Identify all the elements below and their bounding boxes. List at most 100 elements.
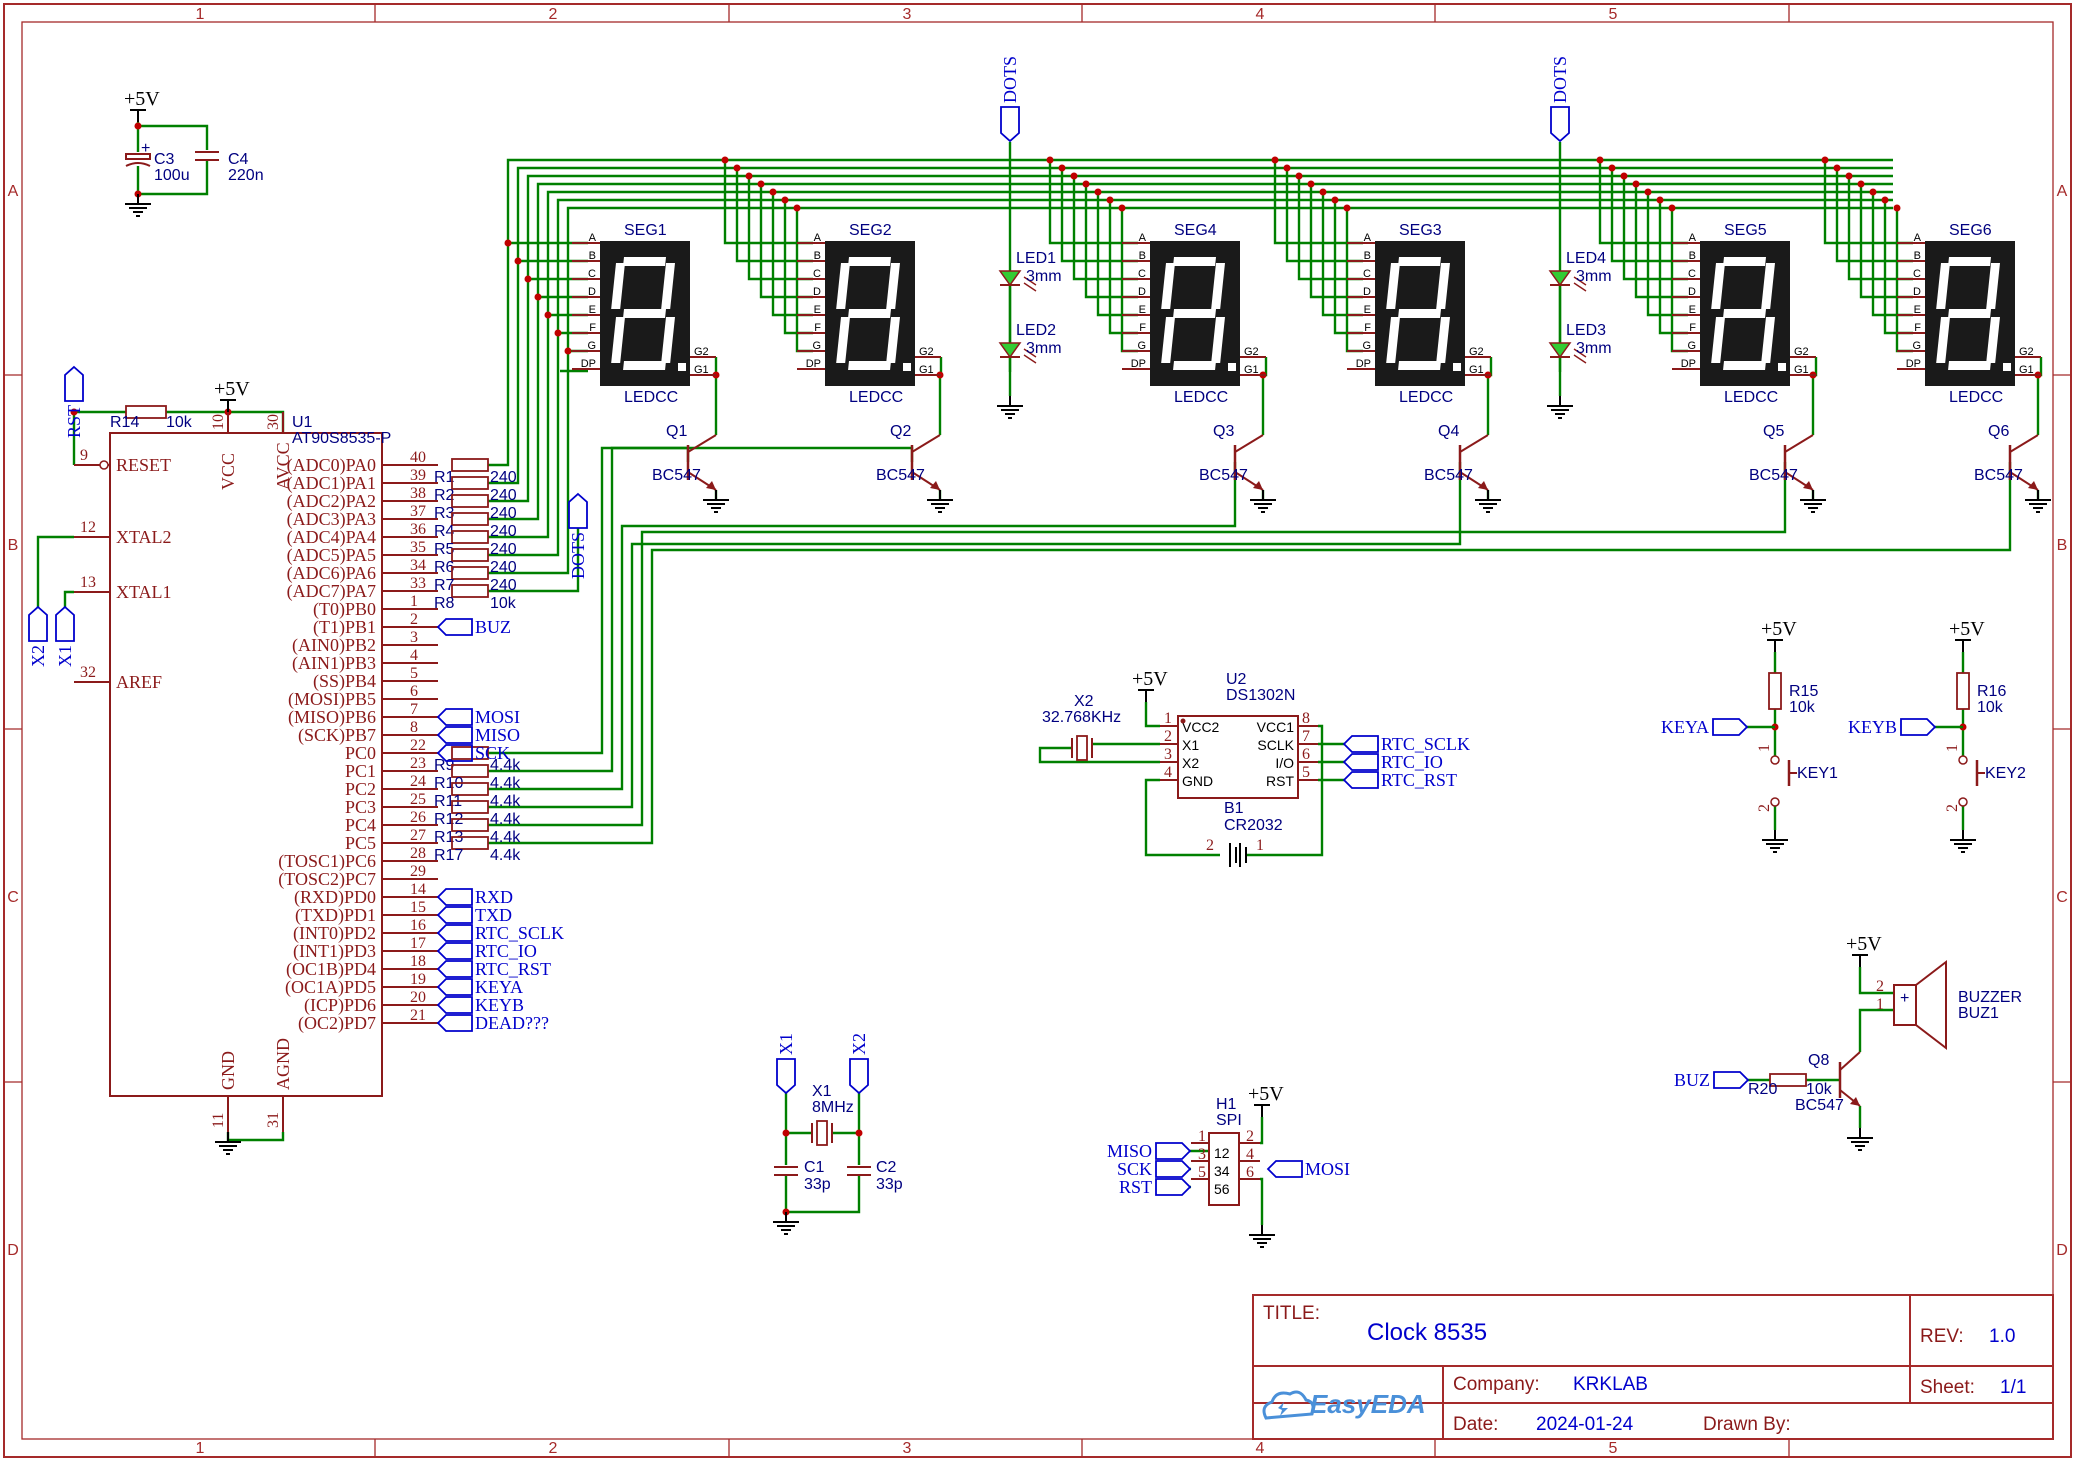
resistor-value: 4.4k <box>490 793 521 810</box>
mcu-pin-name: (T1)PB1 <box>313 617 376 638</box>
mcu-pin-num: 21 <box>410 1007 426 1024</box>
q8-part: BC547 <box>1795 1097 1844 1114</box>
led-ref: LED1 <box>1016 250 1056 267</box>
vcc-power-icon: +5V <box>1132 668 1168 702</box>
display-pin-label: G <box>1362 340 1371 352</box>
col-marker: 4 <box>1256 6 1265 23</box>
mcu-pin-num: 32 <box>80 664 96 681</box>
r20-ref: R20 <box>1748 1081 1777 1098</box>
key-resistor-value: 10k <box>1977 699 2004 716</box>
miso-net-flag-text: MISO <box>475 725 520 745</box>
wire <box>747 176 813 281</box>
resistor-value: 240 <box>490 577 517 594</box>
vcc-power-icon: +5V <box>1949 618 1985 652</box>
wire <box>1859 184 1913 299</box>
led-value: 3mm <box>1576 340 1612 357</box>
wire <box>938 357 943 435</box>
display-pin-label: G1 <box>694 364 709 376</box>
wire <box>1260 1177 1264 1225</box>
company-label: Company: <box>1453 1374 1540 1395</box>
transistor-part: BC547 <box>1749 467 1798 484</box>
junction <box>1094 188 1102 196</box>
x1-value: 8MHz <box>812 1099 854 1116</box>
junction <box>504 239 512 247</box>
dead-net-flag-text: DEAD??? <box>475 1013 549 1033</box>
rev-value: 1.0 <box>1989 1326 2015 1347</box>
ground-icon <box>1475 490 1501 513</box>
wire <box>1823 160 1913 245</box>
row-marker: D <box>7 1242 19 1259</box>
mcu-pin-num: 14 <box>410 881 426 898</box>
wire <box>1598 160 1688 245</box>
mcu-pin-name: (TOSC1)PC6 <box>278 851 376 872</box>
wire <box>1084 184 1138 299</box>
x2-ref: X2 <box>1074 693 1094 710</box>
dots-net-flag-1: DOTS <box>1000 56 1020 143</box>
txd-net-flag: TXD <box>436 905 512 925</box>
display-pin-label: B <box>814 250 821 262</box>
mcu-pin-name: (OC1B)PD4 <box>286 959 376 980</box>
rtc-pin-num: 2 <box>1164 728 1172 745</box>
mcu-pin-name: RESET <box>116 455 171 475</box>
mcu-pin-name: (MISO)PB6 <box>288 707 376 728</box>
wire <box>488 446 914 773</box>
wire <box>1858 1008 1894 1048</box>
display-ref: SEG3 <box>1399 222 1442 239</box>
wire <box>488 206 1893 575</box>
spi-inner-label: 56 <box>1214 1181 1230 1197</box>
rtc-io-net-flag-text: RTC_IO <box>1381 752 1443 772</box>
mcu-pin-num: 33 <box>410 575 426 592</box>
display-pin-label: G <box>1687 340 1696 352</box>
junction <box>544 311 552 319</box>
mcu-pin-num: 31 <box>265 1112 282 1128</box>
resistor-value: 4.4k <box>490 775 521 792</box>
keyb-net-flag-text: KEYB <box>1848 717 1897 737</box>
buzzer-plus: + <box>1900 990 1909 1007</box>
mcu-pin-num: 25 <box>410 791 426 808</box>
spi-pin-num: 6 <box>1246 1164 1254 1181</box>
ground-icon <box>1250 490 1276 513</box>
mcu-pin-name: (TOSC2)PC7 <box>278 869 376 890</box>
resistor-r8 <box>451 584 489 598</box>
miso-net-flag: MISO <box>436 725 520 745</box>
wire <box>1835 168 1913 263</box>
q8-buz-net-flag: BUZ <box>1674 1070 1750 1090</box>
junction <box>1319 188 1327 196</box>
transistor-part: BC547 <box>1424 467 1473 484</box>
transistor-ref: Q6 <box>1988 423 2009 440</box>
mcu-pin-name: (OC1A)PD5 <box>285 977 376 998</box>
led-value: 3mm <box>1026 340 1062 357</box>
ground-icon <box>703 490 729 513</box>
rtc_rst-net-flag: RTC_RST <box>436 959 551 979</box>
display-pin-label: A <box>1139 232 1147 244</box>
junction <box>1845 172 1853 180</box>
mcu-part: AT90S8535-P <box>292 430 391 447</box>
rst-net-flag: RST <box>64 365 84 438</box>
wire <box>1273 160 1363 245</box>
col-marker: 5 <box>1609 6 1618 23</box>
mcu-pin-name: PC0 <box>345 743 376 763</box>
mcu-pin-name: AREF <box>116 672 162 692</box>
spi-inner-label: 34 <box>1214 1163 1230 1179</box>
ground-icon <box>2025 490 2051 513</box>
wire <box>1285 168 1363 263</box>
resistor-ref: R12 <box>434 811 463 828</box>
display-part: LEDCC <box>849 389 903 406</box>
junction <box>1106 196 1114 204</box>
rtc-pin-num: 6 <box>1302 746 1310 763</box>
led-ref: LED4 <box>1566 250 1606 267</box>
x2-net-flag-osc-text: X2 <box>849 1033 869 1055</box>
mosi-net-flag-text: MOSI <box>475 707 520 727</box>
spi-rst-net-flag: RST <box>1119 1177 1192 1197</box>
rtc_io-net-flag: RTC_IO <box>436 941 537 961</box>
wire <box>1634 184 1688 299</box>
display-pin-label: E <box>1139 304 1146 316</box>
junction <box>1668 204 1676 212</box>
display-pin-label: G2 <box>919 346 934 358</box>
col-marker: 1 <box>196 6 205 23</box>
rev-label: REV: <box>1920 1326 1964 1347</box>
display-pin-label: E <box>1689 304 1696 316</box>
junction <box>1070 172 1078 180</box>
